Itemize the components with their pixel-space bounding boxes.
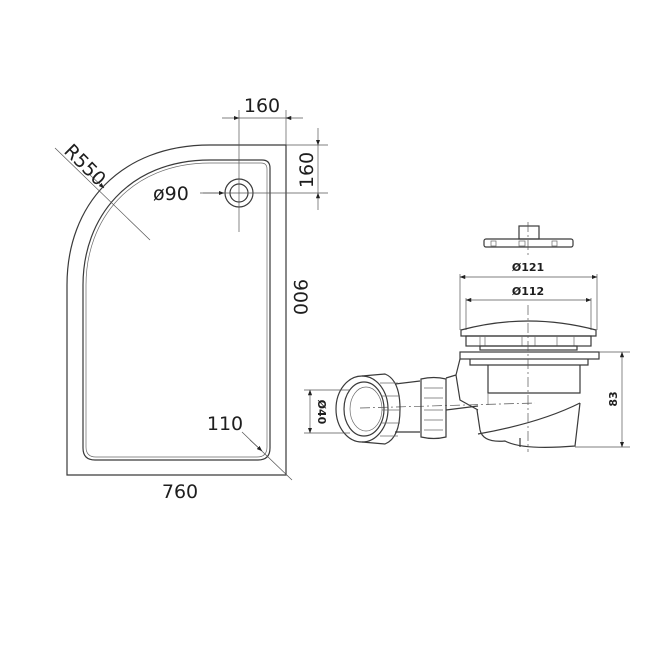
grate-diameter-label: Ø121 xyxy=(512,261,544,274)
depth-label: 900 xyxy=(289,279,311,315)
pipe-nut xyxy=(420,376,447,440)
width-label: 760 xyxy=(162,481,198,503)
waste-offset-x-label: 160 xyxy=(244,95,280,117)
waste-diameter-label: ø90 xyxy=(153,183,189,205)
grate-clip xyxy=(483,222,574,255)
body-diameter-label: Ø112 xyxy=(512,285,544,298)
tray-inner-outline xyxy=(82,159,271,461)
outlet-diameter-label: Ø40 xyxy=(315,400,328,425)
radius-label: R550 xyxy=(59,140,110,191)
shower-tray-plan: 160 160 ø90 R550 900 760 110 xyxy=(54,95,328,503)
tray-outer-outline xyxy=(66,144,287,476)
waste-trap-side-view: Ø121 Ø112 xyxy=(304,222,630,452)
waste-offset-y-label: 160 xyxy=(296,152,318,188)
corner-radius-label: 110 xyxy=(207,413,243,435)
union-nut xyxy=(335,373,401,445)
tray-inner-outline-2 xyxy=(85,162,268,458)
trap-height-label: 83 xyxy=(607,391,620,406)
